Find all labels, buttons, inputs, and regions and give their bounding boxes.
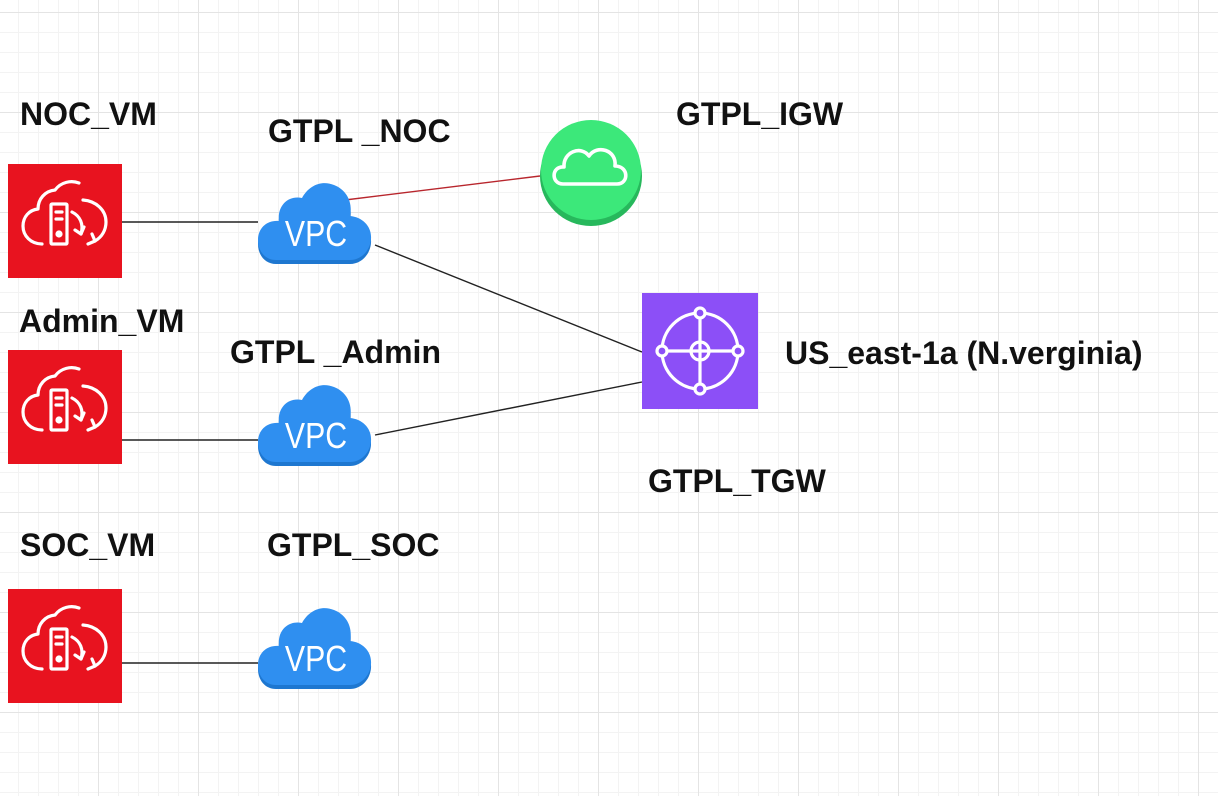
label-vpc-admin: GTPL _Admin — [230, 334, 441, 370]
label-noc-vm: NOC_VM — [20, 96, 157, 132]
label-region: US_east-1a (N.verginia) — [785, 335, 1143, 371]
vpc-noc-node[interactable]: VPC — [258, 183, 372, 264]
internet-gateway-icon — [552, 147, 628, 186]
noc-vm-node[interactable] — [8, 164, 122, 278]
igw-node[interactable] — [540, 120, 642, 226]
label-soc-vm: SOC_VM — [20, 527, 156, 563]
edge-vpc-noc-to-igw — [344, 175, 541, 201]
tgw-node[interactable] — [642, 293, 758, 409]
vpc-noc-badge: VPC — [285, 215, 347, 255]
label-igw: GTPL_IGW — [676, 96, 844, 132]
edge-vpc-admin-to-tgw — [374, 381, 643, 436]
vpc-admin-badge: VPC — [285, 417, 347, 457]
label-tgw: GTPL_TGW — [648, 463, 826, 499]
label-vpc-soc: GTPL_SOC — [267, 527, 440, 563]
label-admin-vm: Admin_VM — [19, 303, 185, 339]
soc-vm-node[interactable] — [8, 589, 122, 703]
label-vpc-noc: GTPL _NOC — [268, 113, 451, 149]
transit-gateway-icon — [655, 306, 745, 396]
vpc-admin-node[interactable]: VPC — [258, 385, 372, 466]
vpc-soc-node[interactable]: VPC — [258, 608, 372, 689]
admin-vm-node[interactable] — [8, 350, 122, 464]
edge-vpc-noc-to-tgw — [374, 244, 643, 353]
vpc-soc-badge: VPC — [285, 640, 347, 680]
